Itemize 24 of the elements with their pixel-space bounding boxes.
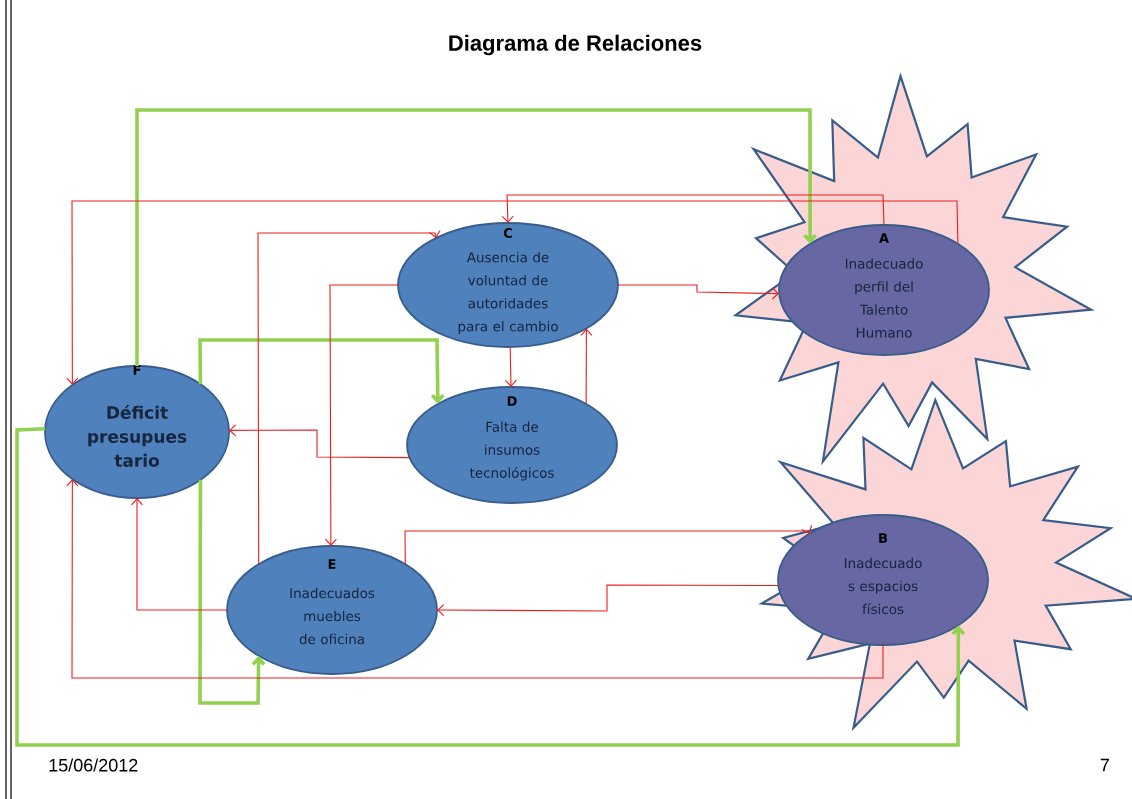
ellipse-node: B Inadecuado s espacios físicos: [777, 514, 989, 646]
arrow: [257, 229, 441, 565]
arrow: [135, 108, 817, 366]
arrow: [437, 584, 779, 617]
ellipse-node: D Falta de insumos tecnológicos: [406, 386, 618, 504]
title: Diagrama de Relaciones: [449, 34, 702, 56]
footer-text: 15/06/2012: [49, 758, 138, 772]
arrow: [15, 427, 966, 747]
footer-text: 7: [1100, 758, 1109, 772]
arrow: [501, 194, 885, 226]
ellipse-node: C Ausencia de voluntad de autoridades para el cambio: [397, 222, 619, 348]
arrow: [504, 346, 517, 387]
arrow: [198, 338, 445, 404]
ellipse-node: E Inadecuados muebles de oficina: [226, 545, 438, 675]
arrow: [617, 284, 780, 300]
arrow: [66, 200, 959, 386]
ellipse-node: A Inadecuado perfil del Talento Humano: [778, 224, 990, 356]
arrow: [228, 424, 411, 459]
arrow: [580, 328, 593, 405]
arrow: [66, 478, 884, 679]
arrow: [324, 284, 399, 546]
arrow: [404, 524, 813, 565]
arrow: [198, 479, 266, 705]
arrow: [130, 498, 228, 611]
